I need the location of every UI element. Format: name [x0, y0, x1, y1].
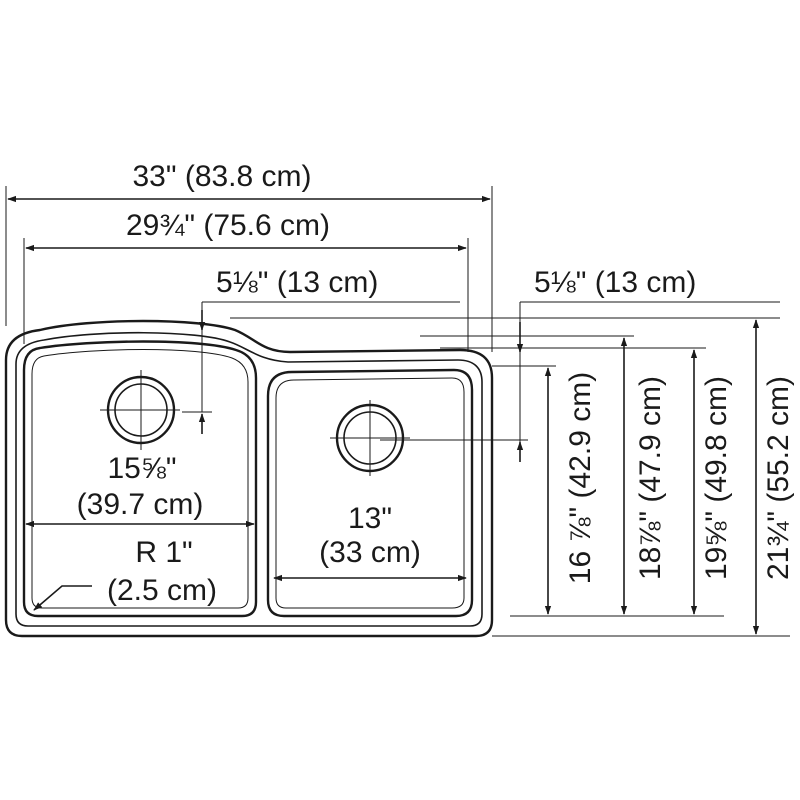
depth-4-label: 21¾" (55.2 cm)	[762, 376, 795, 580]
overall-width-label: 33" (83.8 cm)	[132, 160, 311, 193]
dimension-left-drain-offset	[182, 301, 460, 434]
depth-2-label: 18⅞" (47.9 cm)	[634, 376, 667, 580]
left-bowl-inner-edge	[31, 349, 249, 609]
depth-extension-lines	[230, 317, 790, 637]
sink-rim-inner	[15, 331, 483, 627]
left-bowl-width-cm-label: (39.7 cm)	[77, 488, 204, 521]
depth-3-label: 19⅝" (49.8 cm)	[700, 376, 733, 580]
sink-rim-outer	[4, 319, 494, 638]
dimension-right-drain-offset	[380, 301, 780, 462]
inner-width-label: 29¾" (75.6 cm)	[126, 209, 330, 242]
right-drain	[330, 400, 410, 476]
left-bowl	[22, 340, 258, 618]
corner-radius-leader	[33, 585, 92, 611]
left-drain-offset-label: 5⅛" (13 cm)	[216, 266, 378, 299]
right-bowl-inner-edge	[275, 377, 465, 609]
depth-1-label: 16 ⅞" (42.9 cm)	[564, 372, 597, 584]
dimension-overall-width	[5, 186, 493, 352]
corner-radius-cm-label: (2.5 cm)	[107, 574, 217, 607]
left-bowl-width-in-label: 15⅝"	[107, 452, 176, 485]
left-bowl-outline	[22, 340, 258, 618]
right-bowl-width-in-label: 13"	[348, 502, 392, 535]
right-bowl	[266, 368, 474, 618]
right-bowl-width-cm-label: (33 cm)	[319, 536, 421, 569]
right-drain-offset-label: 5⅛" (13 cm)	[534, 266, 696, 299]
left-drain	[100, 370, 180, 450]
sink-outline	[4, 319, 494, 638]
corner-radius-in-label: R 1"	[135, 536, 192, 569]
right-bowl-outline	[266, 368, 474, 618]
dimension-inner-width	[23, 238, 469, 352]
